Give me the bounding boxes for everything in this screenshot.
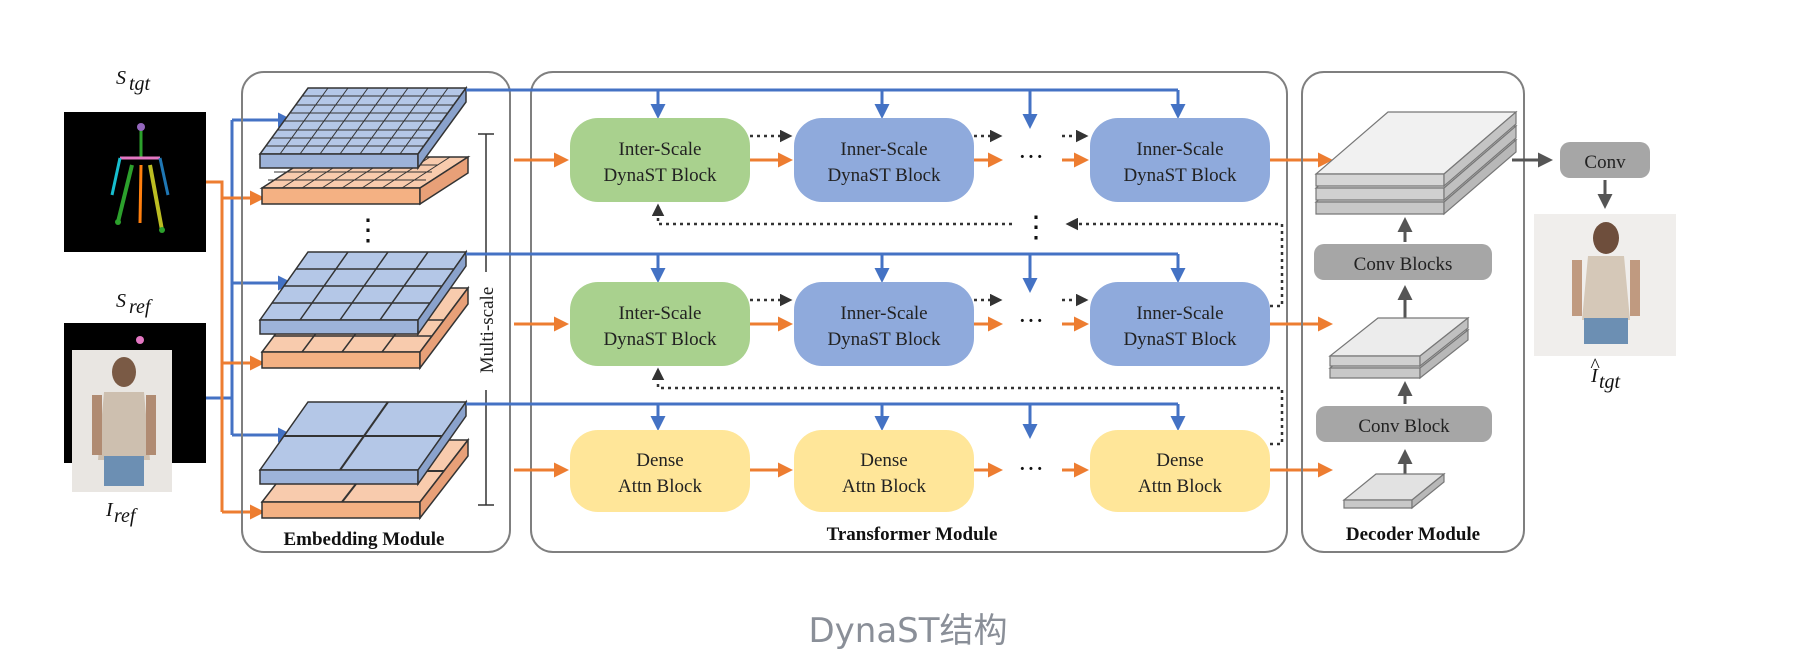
- svg-text:Attn Block: Attn Block: [618, 476, 702, 497]
- transformer-module-title: Transformer Module: [827, 524, 998, 545]
- svg-text:^: ^: [1590, 355, 1600, 377]
- row2-ellipsis: ···: [1018, 306, 1044, 335]
- row1-ellipsis: ···: [1018, 142, 1044, 171]
- row3-block1: Dense Attn Block: [570, 430, 750, 512]
- s-tgt-label: S tgt: [116, 67, 151, 95]
- svg-text:Conv Block: Conv Block: [1358, 416, 1450, 437]
- svg-text:S: S: [116, 67, 126, 89]
- svg-text:Inner-Scale: Inner-Scale: [840, 303, 927, 324]
- row2-block3: Inner-Scale DynaST Block: [1090, 282, 1270, 366]
- svg-text:I: I: [1590, 365, 1599, 387]
- svg-text:Inner-Scale: Inner-Scale: [1136, 303, 1223, 324]
- svg-text:Dense: Dense: [1156, 450, 1203, 471]
- svg-text:I: I: [105, 499, 114, 521]
- svg-text:Attn Block: Attn Block: [842, 476, 926, 497]
- svg-text:tgt: tgt: [129, 73, 151, 95]
- i-tgt-label: I ^ tgt: [1590, 355, 1621, 393]
- svg-text:Conv Blocks: Conv Blocks: [1354, 254, 1453, 275]
- decoder-module-title: Decoder Module: [1346, 524, 1480, 545]
- row3-ellipsis: ···: [1018, 454, 1044, 483]
- input-arrows: [206, 112, 293, 520]
- s-tgt-pose-image: [64, 112, 206, 252]
- svg-text:Inner-Scale: Inner-Scale: [1136, 139, 1223, 160]
- svg-text:DynaST Block: DynaST Block: [827, 329, 941, 350]
- conv-blocks-box: Conv Blocks: [1314, 244, 1492, 280]
- row2-block1: Inter-Scale DynaST Block: [570, 282, 750, 366]
- svg-text:Inter-Scale: Inter-Scale: [619, 303, 702, 324]
- svg-text:ref: ref: [129, 296, 153, 318]
- svg-text:Inner-Scale: Inner-Scale: [840, 139, 927, 160]
- decoder-module-frame: [1301, 71, 1525, 553]
- output-conv-box: Conv: [1560, 142, 1650, 178]
- dotted-arrows: [651, 129, 1284, 446]
- row2-block2: Inner-Scale DynaST Block: [794, 282, 974, 366]
- svg-text:DynaST Block: DynaST Block: [603, 329, 717, 350]
- svg-text:Inter-Scale: Inter-Scale: [619, 139, 702, 160]
- decoder-feature-small: [1342, 472, 1446, 510]
- svg-text:S: S: [116, 290, 126, 312]
- svg-text:Dense: Dense: [636, 450, 683, 471]
- embedding-tile-blue-coarse: [258, 399, 468, 487]
- row3-block2: Dense Attn Block: [794, 430, 974, 512]
- decoder-feature-large: [1314, 110, 1518, 216]
- embedding-ellipsis: ⋮: [353, 214, 383, 247]
- embedding-tile-blue-mid: [258, 249, 468, 337]
- output-photo: [1534, 214, 1676, 356]
- embedding-module-frame: [241, 71, 511, 553]
- guidance-arrows: [466, 88, 1186, 439]
- svg-text:DynaST Block: DynaST Block: [1123, 165, 1237, 186]
- row1-block3: Inner-Scale DynaST Block: [1090, 118, 1270, 202]
- transformer-module-frame: [530, 71, 1288, 553]
- svg-text:DynaST Block: DynaST Block: [603, 165, 717, 186]
- multiscale-label: Multi-scale: [477, 287, 498, 374]
- embedding-module-title: Embedding Module: [283, 529, 444, 550]
- rows-vertical-ellipsis: ⋮: [1021, 211, 1051, 244]
- s-ref-label: S ref: [116, 290, 153, 318]
- svg-text:Dense: Dense: [860, 450, 907, 471]
- svg-text:DynaST Block: DynaST Block: [1123, 329, 1237, 350]
- row3-block3: Dense Attn Block: [1090, 430, 1270, 512]
- svg-text:DynaST Block: DynaST Block: [827, 165, 941, 186]
- svg-text:Conv: Conv: [1584, 152, 1626, 173]
- flow-arrows: [514, 152, 1333, 478]
- svg-text:Attn Block: Attn Block: [1138, 476, 1222, 497]
- svg-text:tgt: tgt: [1599, 371, 1621, 393]
- svg-text:ref: ref: [114, 505, 138, 527]
- i-ref-label: I ref: [105, 499, 138, 527]
- row1-block1: Inter-Scale DynaST Block: [570, 118, 750, 202]
- multiscale-bracket: [478, 133, 494, 506]
- figure-caption: DynaST结构: [808, 611, 1008, 651]
- i-ref-photo: [72, 350, 172, 492]
- conv-block-box: Conv Block: [1316, 406, 1492, 442]
- embedding-tile-blue-fine: [258, 85, 468, 171]
- row1-block2: Inner-Scale DynaST Block: [794, 118, 974, 202]
- decoder-feature-medium: [1328, 316, 1470, 380]
